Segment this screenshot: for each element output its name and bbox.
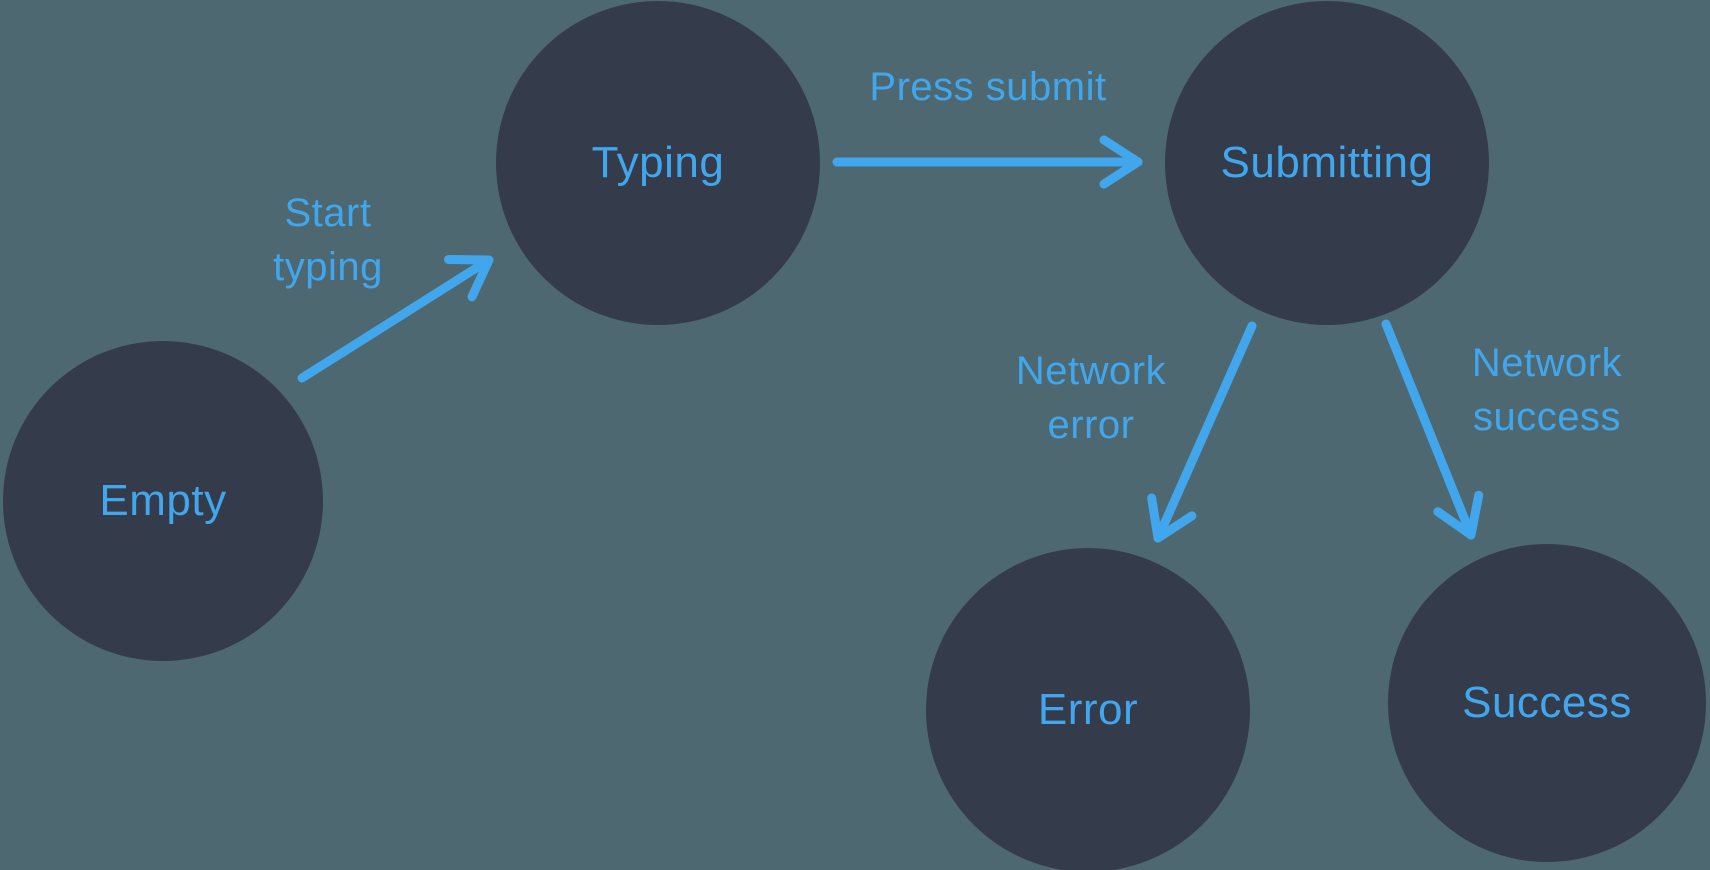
arrow-submitting-to-success	[1381, 319, 1484, 540]
state-node-success: Success	[1388, 544, 1706, 862]
transition-label-start-typing: Start typing	[273, 186, 383, 294]
transition-label-line: Press submit	[869, 65, 1107, 109]
transition-label-line: Network	[1015, 349, 1167, 393]
transition-label-network-success: Network success	[1472, 336, 1622, 444]
state-node-empty: Empty	[3, 341, 323, 661]
state-node-typing: Typing	[496, 1, 820, 325]
state-label-submitting: Submitting	[1220, 138, 1434, 187]
state-label-typing: Typing	[591, 138, 725, 187]
state-label-empty: Empty	[99, 476, 227, 525]
transition-label-press-submit: Press submit	[869, 60, 1106, 114]
arrow-submitting-to-error	[1147, 321, 1257, 543]
transition-label-line: Start	[284, 191, 372, 235]
transition-label-line: error	[1047, 403, 1135, 447]
transition-label-network-error: Network error	[1016, 344, 1166, 452]
state-node-error: Error	[926, 548, 1250, 870]
transition-label-line: Network	[1471, 341, 1623, 385]
state-node-submitting: Submitting	[1165, 1, 1489, 325]
transition-label-line: typing	[273, 245, 383, 289]
state-label-success: Success	[1462, 678, 1632, 727]
state-label-error: Error	[1037, 685, 1139, 734]
transition-label-line: success	[1472, 395, 1621, 439]
